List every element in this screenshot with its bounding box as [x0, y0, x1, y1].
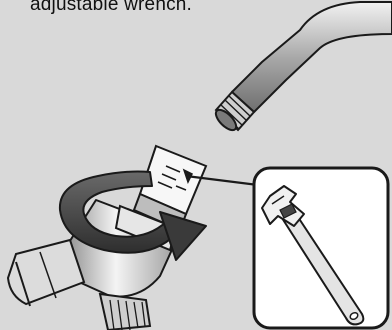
wrench-callout	[254, 168, 388, 328]
shower-arm	[213, 2, 392, 133]
